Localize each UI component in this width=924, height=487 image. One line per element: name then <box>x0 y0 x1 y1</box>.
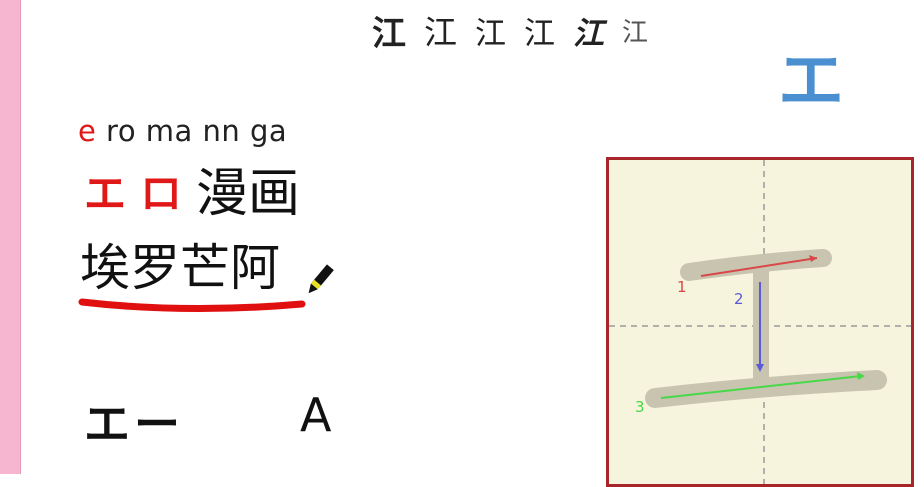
katakana-title: エ ロ 漫画 <box>84 162 300 226</box>
variant-glyph: 江 <box>372 13 406 54</box>
chinese-transliteration: 埃罗芒阿 <box>80 239 280 297</box>
left-edge-strip <box>0 0 21 474</box>
katakana-e: エ <box>84 169 127 218</box>
stroke-order-diagram: 1 2 3 <box>609 160 911 484</box>
variant-glyph: 江 <box>622 17 649 48</box>
font-variants-row: 江 江 江 江 江 江 <box>372 8 649 54</box>
kanji-manga: 漫画 <box>196 164 301 224</box>
variant-glyph: 江 <box>573 15 604 52</box>
stroke-number-3: 3 <box>635 398 645 416</box>
romaji-highlight: e <box>78 114 97 148</box>
variant-glyph: 江 <box>475 15 506 52</box>
variant-glyph: 江 <box>424 13 457 52</box>
letter-a: A <box>300 388 332 442</box>
katakana-long-e: エー <box>84 397 184 451</box>
red-underline <box>78 298 306 313</box>
stroke-arrow-1 <box>700 257 818 277</box>
variant-glyph: 江 <box>524 15 555 52</box>
romaji-rest: ro ma nn ga <box>96 114 288 148</box>
stroke-number-1: 1 <box>677 278 687 296</box>
stroke-order-grid: 1 2 3 <box>606 157 914 487</box>
pen-icon <box>308 264 334 294</box>
large-katakana: エ <box>778 42 844 119</box>
stroke-arrow-3 <box>660 375 862 399</box>
katakana-ro: ロ <box>140 169 183 218</box>
stroke-number-2: 2 <box>734 290 744 308</box>
romaji-line: e ro ma nn ga <box>78 114 287 148</box>
